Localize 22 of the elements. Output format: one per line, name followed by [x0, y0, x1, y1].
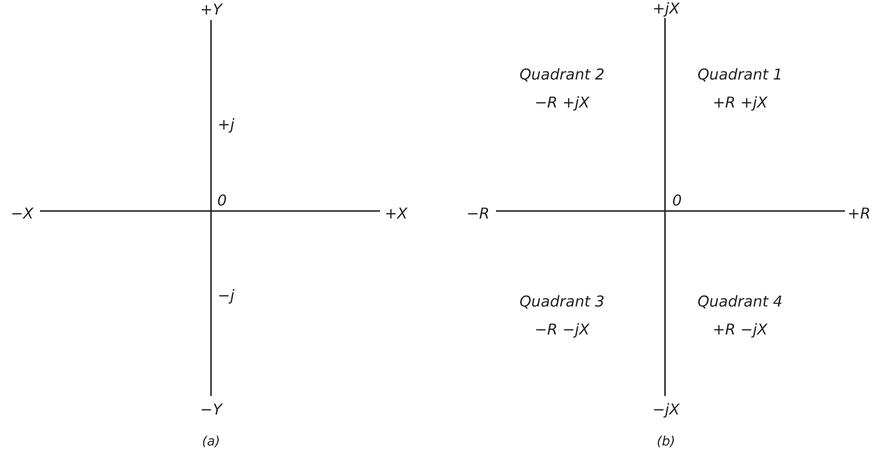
quadrant-label: Quadrant 1 — [697, 68, 783, 82]
axis-label: +R +jX — [712, 96, 768, 110]
axis-label: −R — [466, 206, 490, 222]
axis-label: +Y — [200, 2, 222, 18]
axis-label: +j — [218, 118, 234, 132]
figure-caption: (b) — [656, 436, 676, 448]
axis-label: −R +jX — [534, 96, 590, 110]
quadrant-label: Quadrant 3 — [519, 294, 605, 310]
quadrant-label: Quadrant 4 — [697, 294, 783, 310]
figure-caption: (a) — [202, 436, 220, 448]
axis-label: −Y — [200, 402, 222, 418]
quadrant-label: Quadrant 2 — [519, 68, 605, 82]
axis-label: +R −jX — [712, 322, 768, 338]
axis-label: −j — [218, 288, 234, 304]
axis-label: −R −jX — [534, 322, 590, 338]
axis-label: 0 — [217, 194, 227, 208]
axis-label: −X — [10, 206, 34, 222]
axis-label: 0 — [672, 194, 682, 208]
axis-label: +jX — [652, 2, 680, 16]
axis-label: +R — [848, 206, 870, 222]
axis-label: −jX — [652, 402, 680, 418]
axis-label: +X — [384, 206, 408, 222]
